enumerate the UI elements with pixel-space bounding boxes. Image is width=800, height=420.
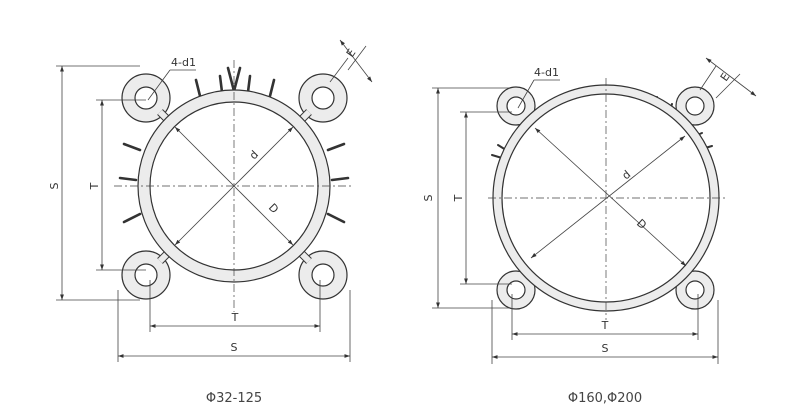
corner-lobe-br — [298, 250, 348, 300]
hole-callout-label: 4-d1 — [534, 66, 559, 79]
corner-lobe-tr — [675, 86, 715, 126]
cooling-fins — [118, 66, 350, 224]
caption-large-profile: Φ160,Φ200 — [568, 391, 642, 406]
corner-lobe-br — [675, 270, 715, 310]
profile-drawing-large: d D 4-d1 E S T T S — [422, 57, 757, 364]
hole-leader-line — [147, 69, 171, 101]
width-label: S — [602, 342, 609, 355]
vertical-span-label: T — [88, 182, 101, 190]
horizontal-span-label: T — [601, 319, 609, 332]
corner-lobe-bl — [121, 250, 171, 300]
slot-dimension-line — [705, 57, 757, 97]
horizontal-span-label: T — [231, 311, 239, 324]
slot-label: E — [344, 47, 359, 60]
caption-small-profile: Φ32-125 — [206, 391, 262, 406]
hole-leader-line — [517, 79, 535, 109]
width-label: S — [231, 341, 238, 354]
diameter-line-D — [174, 126, 294, 246]
height-label: S — [48, 182, 61, 189]
diameter-line-D — [534, 127, 687, 267]
height-label: S — [422, 194, 435, 201]
vertical-span-label: T — [452, 194, 465, 202]
corner-lobe-tl — [496, 86, 536, 126]
corner-lobe-bl — [496, 270, 536, 310]
corner-lobe-tr — [298, 73, 348, 123]
hole-callout-label: 4-d1 — [171, 56, 196, 69]
slot-dimension-line — [339, 39, 373, 83]
profile-drawing-small: d D 4-d1 E S T T S — [48, 39, 373, 362]
